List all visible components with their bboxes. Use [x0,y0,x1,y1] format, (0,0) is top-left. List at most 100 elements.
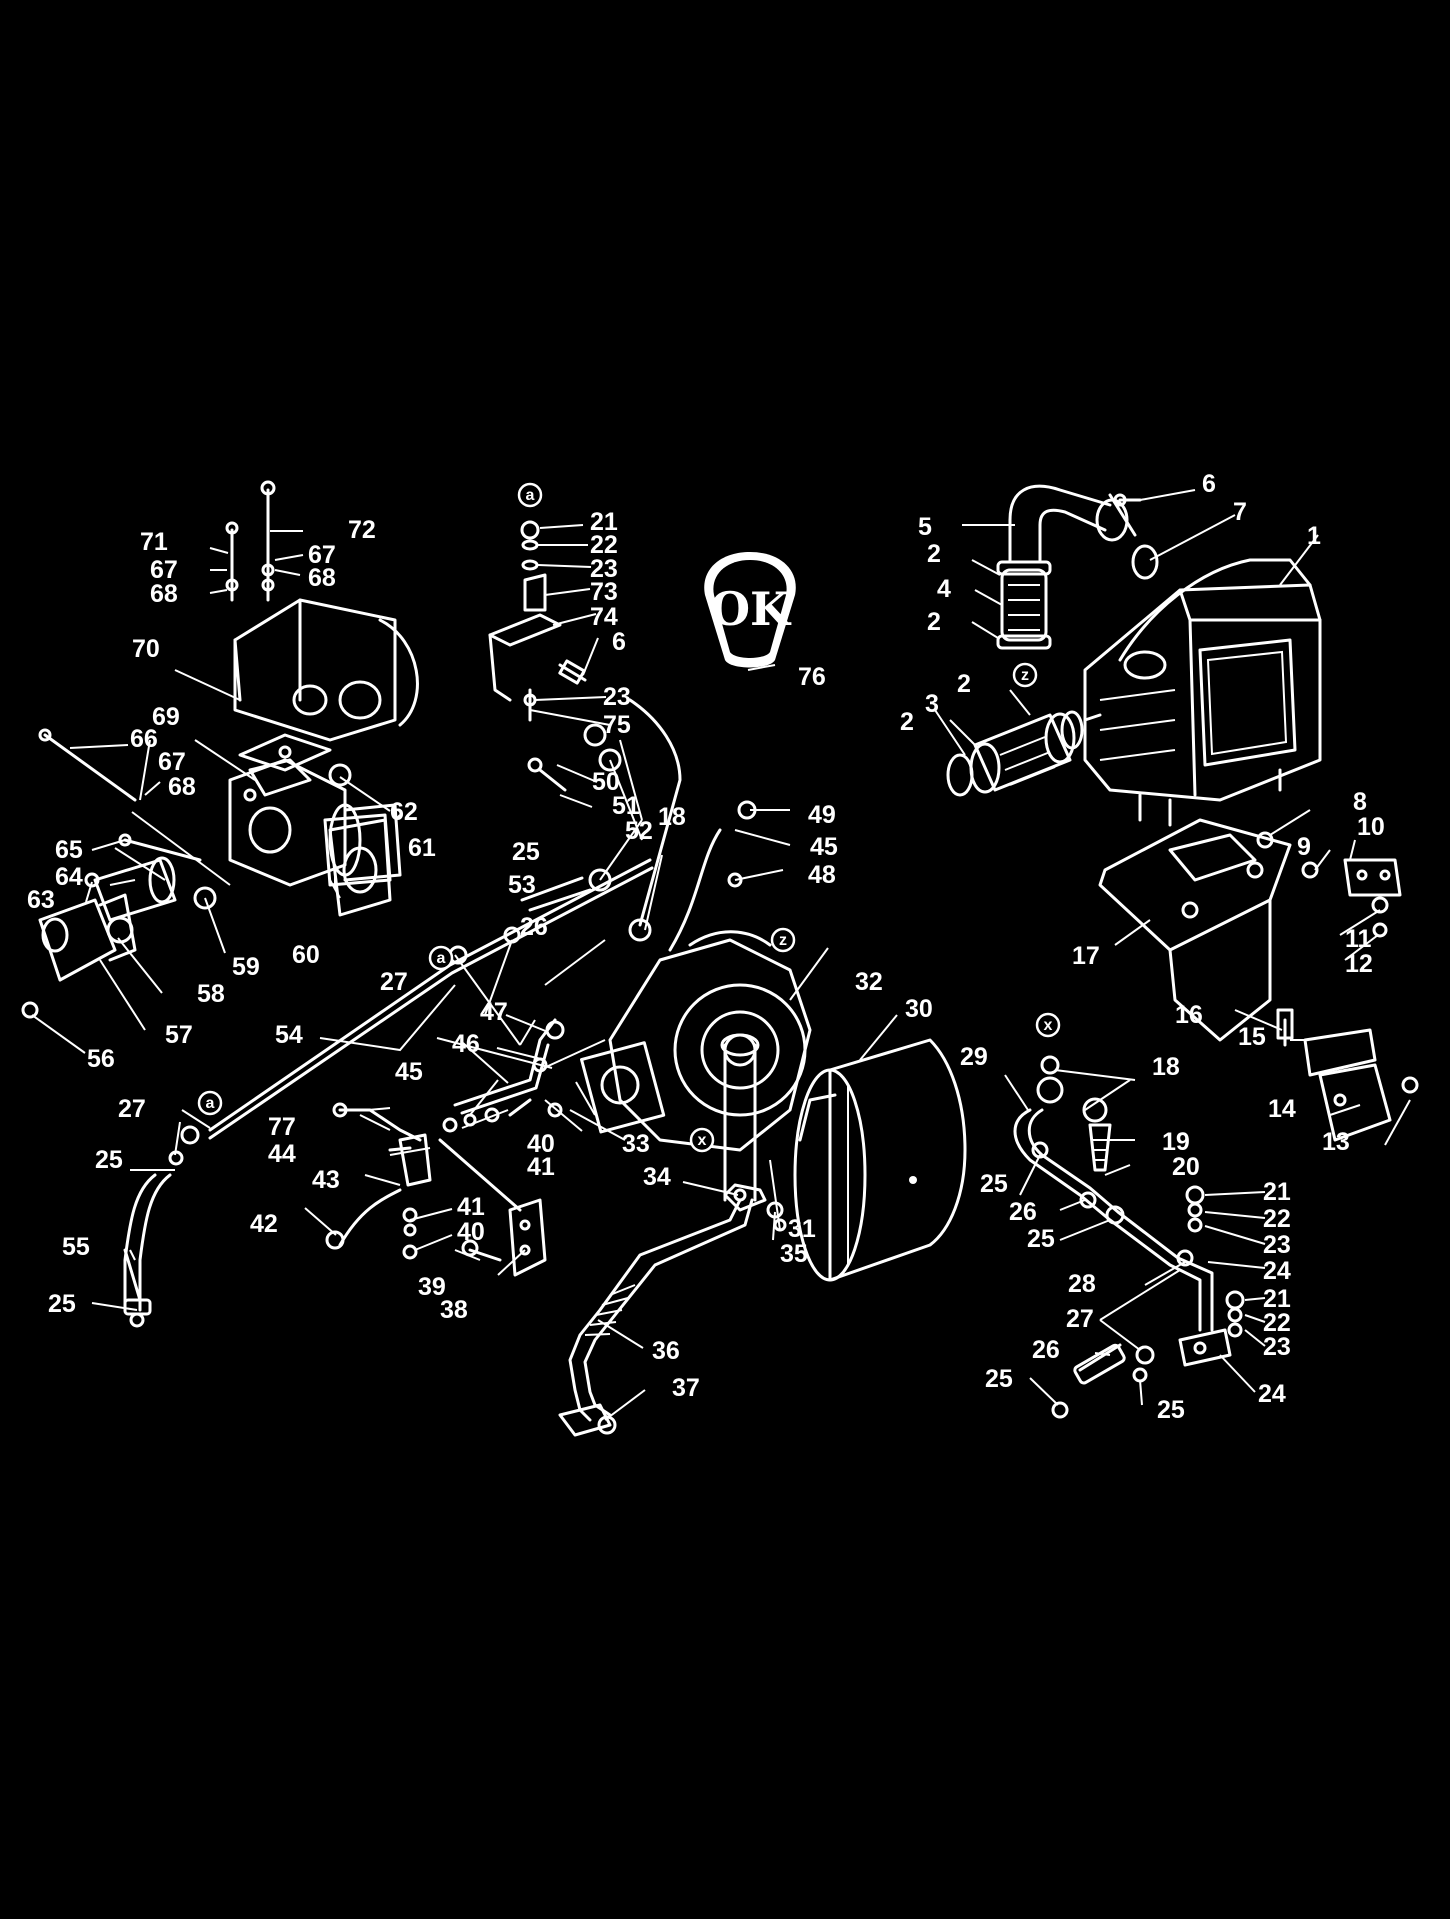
part-label-25: 25 [1027,1225,1055,1253]
part-label-8: 8 [1353,788,1367,816]
part-label-11: 11 [1345,925,1372,953]
part-label-56: 56 [87,1045,115,1073]
part-label-22: 22 [1263,1205,1291,1233]
drain-assembly [325,1102,547,1277]
part-label-28: 28 [1068,1270,1096,1298]
part-label-14: 14 [1268,1095,1296,1123]
part-label-17: 17 [1072,942,1100,970]
part-label-48: 48 [808,861,836,889]
part-label-4: 4 [937,575,951,603]
air-intake-elbow [1008,484,1159,580]
part-label-2: 2 [927,540,941,568]
part-label-26: 26 [520,913,548,941]
part-label-45: 45 [810,833,838,861]
part-label-23: 23 [1263,1231,1291,1259]
exhaust-elbow [21,856,217,1019]
part-label-36: 36 [652,1337,680,1365]
studs [38,480,276,862]
part-label-23: 23 [590,555,618,583]
gaskets [248,758,392,917]
part-label-50: 50 [592,768,620,796]
turbocharger [580,930,812,1202]
part-label-66: 66 [130,725,158,753]
part-label-23: 23 [603,683,631,711]
part-label-54: 54 [275,1021,303,1049]
part-label-25: 25 [1157,1396,1185,1424]
part-label-1: 1 [1307,522,1321,550]
part-label-31: 31 [788,1215,816,1243]
part-label-55: 55 [62,1233,90,1261]
part-label-27: 27 [1066,1305,1094,1333]
part-label-5: 5 [918,513,932,541]
reference-marker-a: a [428,945,454,971]
part-label-20: 20 [1172,1153,1200,1181]
part-label-29: 29 [960,1043,988,1071]
side-intake-filter [946,710,1102,797]
part-label-61: 61 [408,834,436,862]
small-filter-element [996,560,1052,650]
left-return-hose [123,1248,152,1328]
part-label-33: 33 [622,1130,650,1158]
part-label-23: 23 [1263,1333,1291,1361]
part-label-41: 41 [527,1153,555,1181]
part-label-26: 26 [1032,1336,1060,1364]
part-labels: 1 2 2 2 2 3 4 5 6 6 7 8 9 10 11 12 13 14… [27,470,1385,1424]
part-label-68: 68 [168,773,196,801]
reference-marker-a: a [197,1090,223,1116]
part-label-59: 59 [232,953,260,981]
reference-marker-a: a [517,482,543,508]
part-label-77: 77 [268,1113,296,1141]
part-label-74: 74 [590,603,618,631]
part-label-30: 30 [905,995,933,1023]
part-label-72: 72 [348,516,376,544]
part-label-7: 7 [1233,498,1247,526]
part-label-37: 37 [672,1374,700,1402]
reference-marker-z: z [1012,662,1038,688]
part-label-24: 24 [1263,1257,1291,1285]
part-label-53: 53 [508,871,536,899]
part-label-69: 69 [152,703,180,731]
part-label-10: 10 [1357,813,1385,841]
svg-text:x: x [698,1132,707,1149]
part-label-38: 38 [440,1296,468,1324]
part-label-32: 32 [855,968,883,996]
part-label-51: 51 [612,792,640,820]
part-label-58: 58 [197,980,225,1008]
part-label-71: 71 [140,528,168,556]
part-label-25: 25 [48,1290,76,1318]
reference-marker-x: x [1035,1012,1061,1038]
reference-markers: a a a z z x x [197,482,1061,1153]
logo-text: OK [710,582,792,636]
exhaust-manifold [228,598,419,887]
part-label-57: 57 [165,1021,193,1049]
part-label-22: 22 [590,531,618,559]
part-label-67: 67 [150,556,178,584]
oil-drain-hose [558,1183,784,1437]
part-label-19: 19 [1162,1128,1190,1156]
part-label-65: 65 [55,836,83,864]
part-label-70: 70 [132,635,160,663]
part-label-67: 67 [308,541,336,569]
part-label-43: 43 [312,1166,340,1194]
right-brackets [1256,831,1419,1142]
part-label-64: 64 [55,863,83,891]
part-label-25: 25 [512,838,540,866]
svg-text:z: z [1021,667,1029,684]
part-label-60: 60 [292,941,320,969]
part-label-25: 25 [985,1365,1013,1393]
svg-text:z: z [779,932,787,949]
part-label-52: 52 [625,817,653,845]
part-label-2: 2 [900,708,914,736]
svg-text:a: a [526,487,535,504]
ok-logo: OK [704,552,796,668]
mounting-bracket [1098,818,1294,1047]
air-cleaner-housing [1083,558,1322,827]
part-label-21: 21 [1263,1285,1291,1313]
part-label-13: 13 [1322,1128,1350,1156]
part-label-2: 2 [927,608,941,636]
part-label-15: 15 [1238,1023,1266,1051]
part-label-75: 75 [603,711,631,739]
part-label-27: 27 [118,1095,146,1123]
part-label-18: 18 [658,803,686,831]
